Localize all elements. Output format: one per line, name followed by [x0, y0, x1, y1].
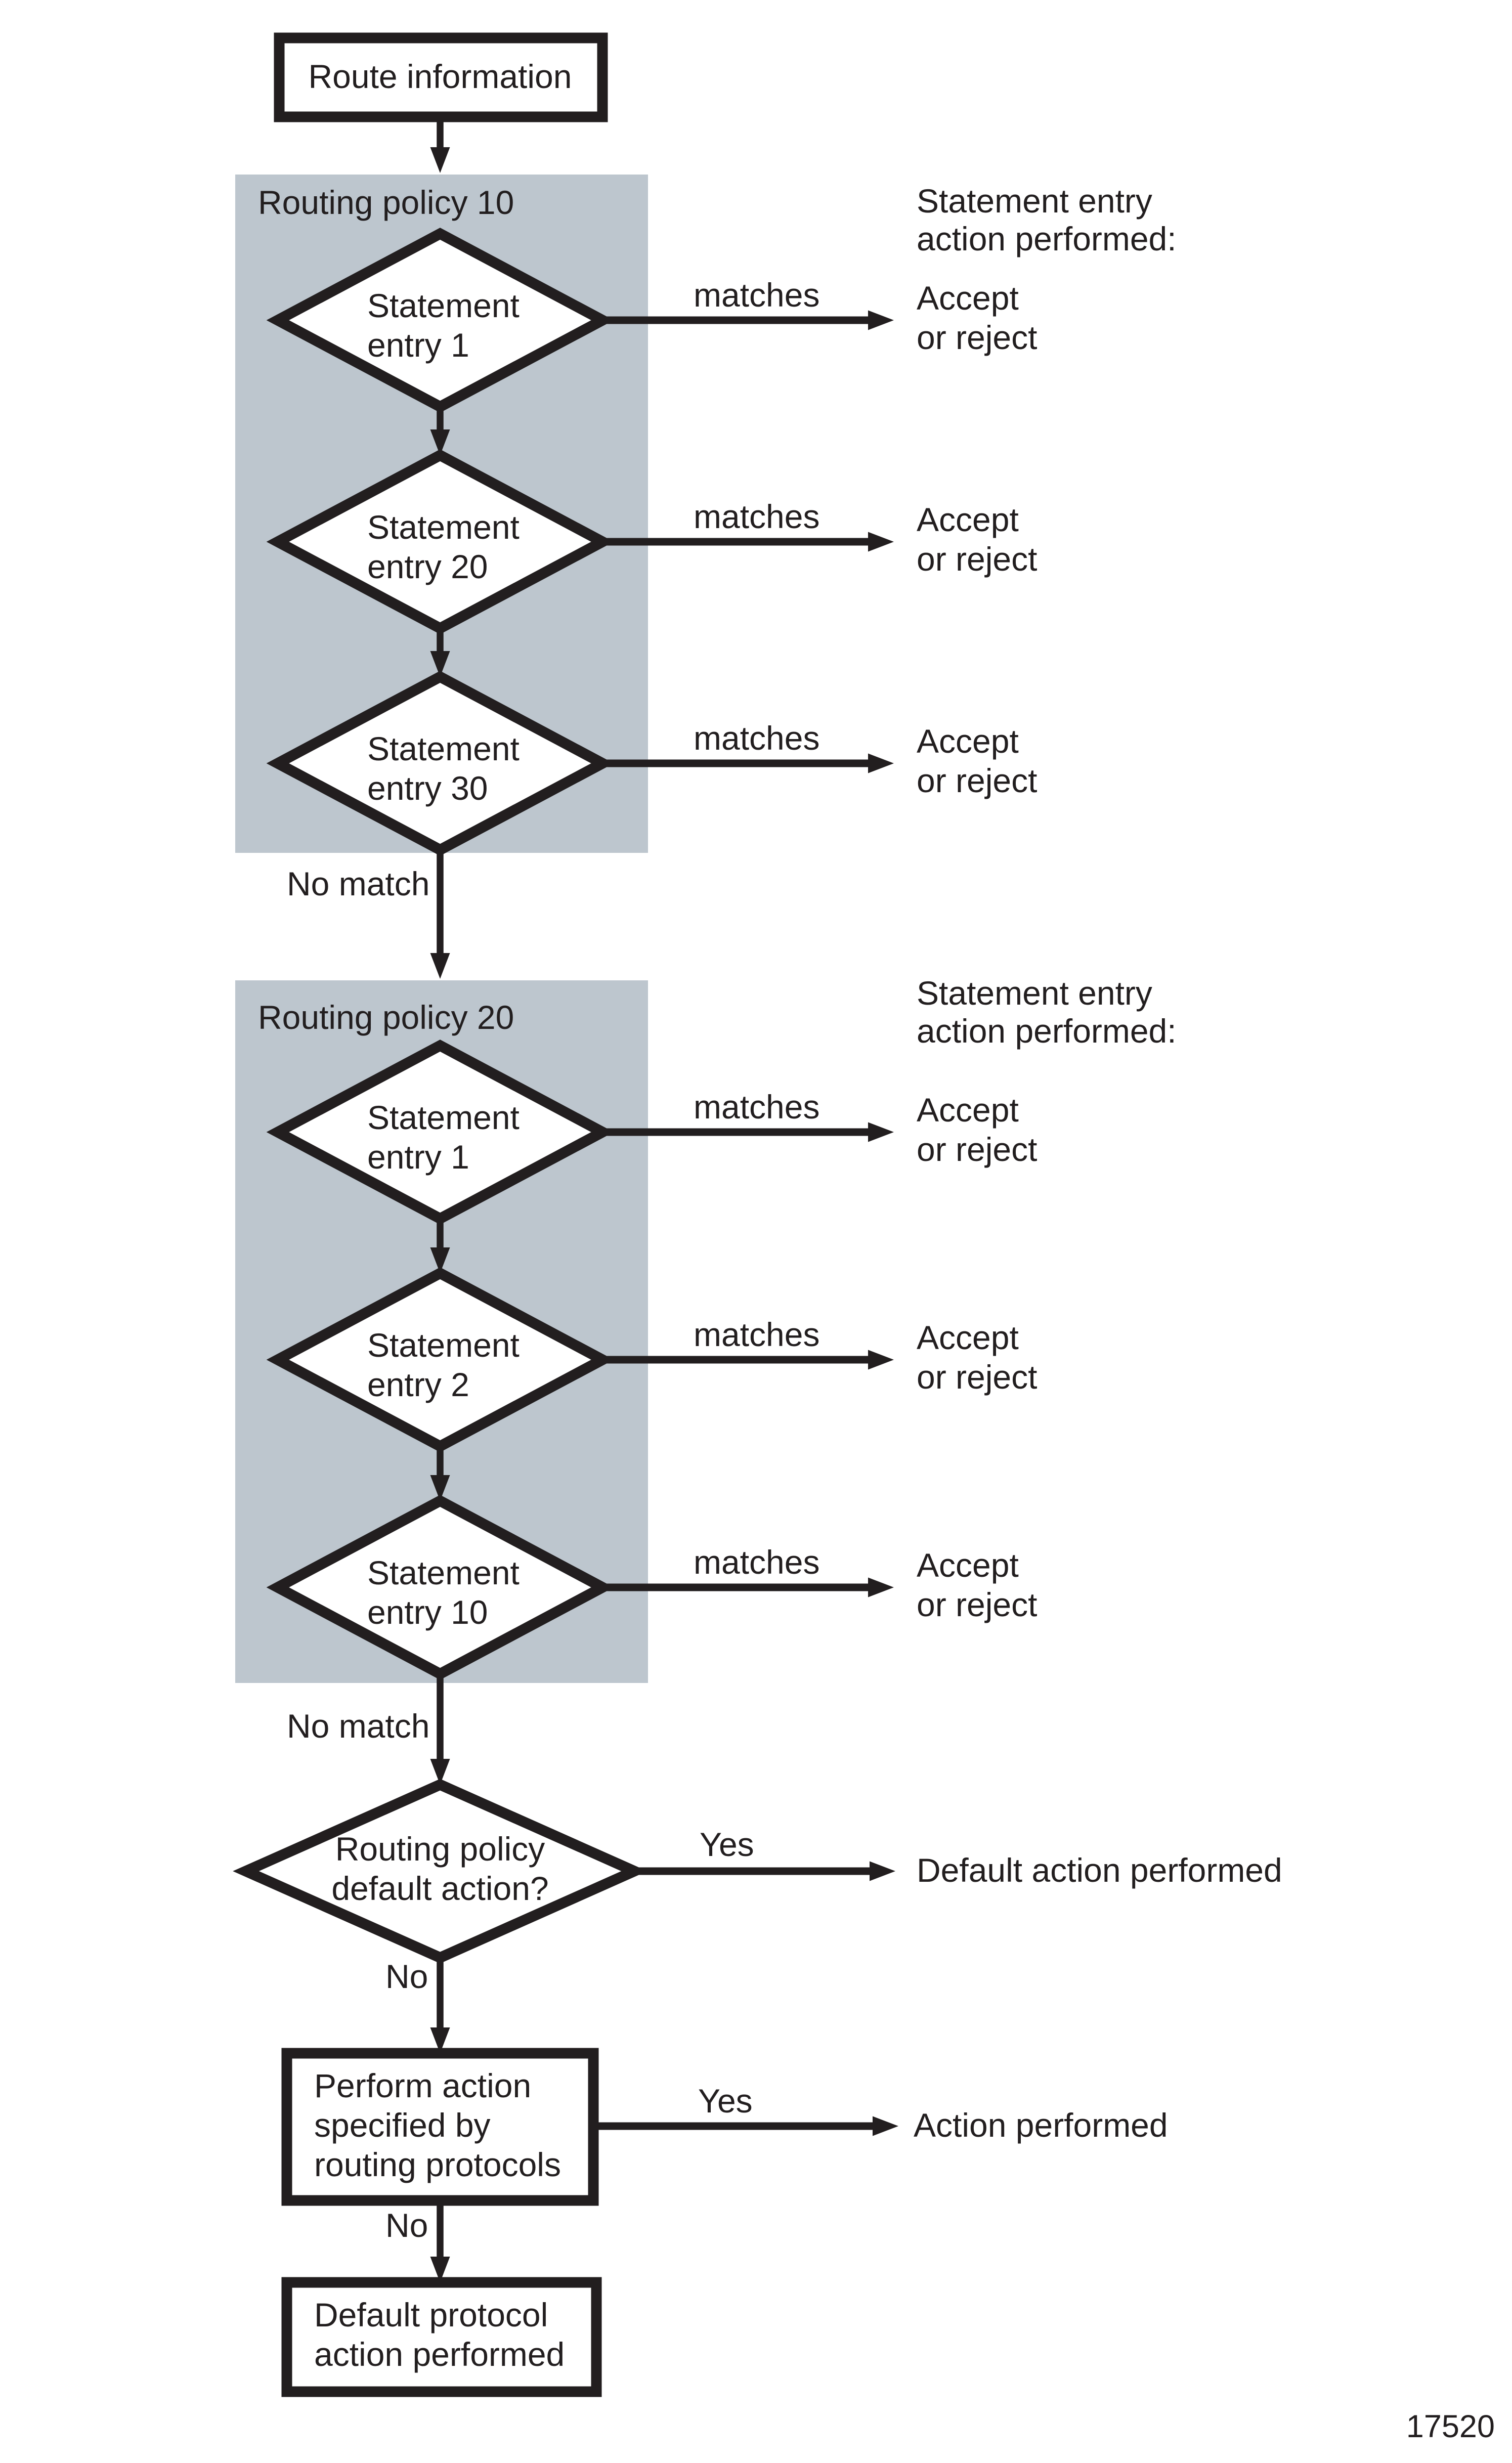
arrowhead-icon	[430, 953, 450, 979]
matches-label-policy10-entry1: matches	[694, 276, 819, 314]
yes-label-default-action: Yes	[700, 1826, 754, 1863]
flow-arrow-policy10-entry1-to-entry2	[430, 407, 450, 455]
result-policy10-entry1-line2: or reject	[917, 319, 1037, 356]
decision-policy10-entry1-line1: Statement	[367, 287, 520, 324]
result-policy20-entry2-line2: or reject	[917, 1358, 1037, 1396]
protocol-action-line3: routing protocols	[314, 2146, 561, 2183]
arrowhead-icon	[430, 147, 450, 173]
arrowhead-icon	[430, 2027, 450, 2053]
figure-number: 17520	[1406, 2409, 1495, 2444]
flow-arrow-policy10-to-policy20	[430, 850, 450, 979]
policy10-title: Routing policy 10	[258, 184, 514, 221]
match-arrow-policy10-entry1: matches	[602, 276, 894, 330]
policy10-heading-line2: action performed:	[917, 220, 1177, 257]
decision-policy20-entry1-line1: Statement	[367, 1099, 520, 1136]
result-policy10-entry3-line1: Accept	[917, 722, 1019, 760]
policy20-heading-line2: action performed:	[917, 1012, 1177, 1050]
yes-arrow-protocol-action: Yes	[593, 2082, 899, 2136]
yes-arrow-default-action: Yes	[634, 1826, 896, 1881]
flow-arrow-policy10-entry2-to-entry3	[430, 628, 450, 677]
arrowhead-icon	[430, 429, 450, 455]
arrowhead-icon	[870, 1861, 896, 1881]
flow-arrow-protocol-to-final-box	[430, 2200, 450, 2282]
matches-label-policy10-entry2: matches	[694, 498, 819, 535]
matches-label-policy10-entry3: matches	[694, 719, 819, 757]
flow-arrow-default-to-protocol-box	[430, 1958, 450, 2053]
decision-policy10-entry2-line2: entry 20	[367, 548, 488, 585]
arrowhead-icon	[868, 1577, 894, 1597]
default-action-result: Default action performed	[917, 1851, 1282, 1889]
final-action-node: Default protocol action performed	[281, 2277, 602, 2397]
match-arrow-policy20-entry2: matches	[602, 1316, 894, 1370]
final-action-line1: Default protocol	[314, 2296, 548, 2334]
decision-policy10-entry1-line2: entry 1	[367, 326, 469, 364]
decision-default-action-line2: default action?	[331, 1870, 548, 1907]
arrowhead-icon	[873, 2116, 899, 2136]
result-policy10-entry1-line1: Accept	[917, 279, 1019, 317]
no-match-label-1: No match	[287, 865, 429, 902]
policy20-heading-line1: Statement entry	[917, 974, 1152, 1012]
no-label-default-action: No	[385, 1958, 428, 1995]
no-label-protocol-action: No	[385, 2207, 428, 2244]
match-arrow-policy10-entry3: matches	[602, 719, 894, 773]
flow-arrow-policy20-to-default-decision	[430, 1674, 450, 1785]
matches-label-policy20-entry3: matches	[694, 1543, 819, 1581]
arrowhead-icon	[868, 532, 894, 552]
decision-default-action: Routing policy default action?	[233, 1779, 647, 1964]
yes-label-protocol-action: Yes	[698, 2082, 753, 2120]
decision-policy20-entry2: Statement entry 2	[266, 1267, 614, 1452]
arrowhead-icon	[868, 1350, 894, 1370]
arrowhead-icon	[430, 1247, 450, 1273]
decision-policy10-entry1: Statement entry 1	[266, 228, 614, 413]
start-node: Route information	[274, 32, 608, 122]
flow-arrow-policy20-entry2-to-entry3	[430, 1446, 450, 1501]
decision-policy10-entry2-line1: Statement	[367, 508, 520, 546]
decision-policy10-entry3-line2: entry 30	[367, 769, 488, 807]
arrowhead-icon	[868, 753, 894, 773]
result-policy10-entry3-line2: or reject	[917, 762, 1037, 799]
decision-policy20-entry2-line2: entry 2	[367, 1366, 469, 1403]
result-policy20-entry3-line2: or reject	[917, 1586, 1037, 1623]
match-arrow-policy20-entry3: matches	[602, 1543, 894, 1597]
decision-default-action-line1: Routing policy	[335, 1830, 545, 1868]
matches-label-policy20-entry2: matches	[694, 1316, 819, 1353]
decision-policy20-entry1-line2: entry 1	[367, 1138, 469, 1176]
result-policy20-entry2-line1: Accept	[917, 1319, 1019, 1356]
arrowhead-icon	[430, 2257, 450, 2282]
protocol-action-line2: specified by	[314, 2106, 491, 2144]
protocol-action-result: Action performed	[914, 2106, 1168, 2144]
flow-arrow-policy20-entry1-to-entry2	[430, 1219, 450, 1273]
matches-label-policy20-entry1: matches	[694, 1088, 819, 1126]
result-policy20-entry1-line2: or reject	[917, 1131, 1037, 1168]
protocol-action-node: Perform action specified by routing prot…	[281, 2048, 599, 2206]
result-policy10-entry2-line1: Accept	[917, 501, 1019, 538]
final-action-line2: action performed	[314, 2336, 565, 2373]
policy20-title: Routing policy 20	[258, 999, 514, 1036]
start-node-label: Route information	[309, 58, 572, 95]
decision-policy10-entry3-line1: Statement	[367, 730, 520, 767]
flow-arrow-start-to-policy10	[430, 117, 450, 173]
arrowhead-icon	[868, 310, 894, 330]
result-policy20-entry3-line1: Accept	[917, 1546, 1019, 1584]
decision-policy20-entry3-line2: entry 10	[367, 1593, 488, 1631]
arrowhead-icon	[868, 1122, 894, 1142]
final-action-box	[281, 2277, 602, 2397]
result-policy20-entry1-line1: Accept	[917, 1091, 1019, 1129]
decision-policy10-entry3: Statement entry 30	[266, 671, 614, 856]
result-policy10-entry2-line2: or reject	[917, 540, 1037, 578]
no-match-label-2: No match	[287, 1707, 429, 1745]
match-arrow-policy10-entry2: matches	[602, 498, 894, 552]
match-arrow-policy20-entry1: matches	[602, 1088, 894, 1142]
arrowhead-icon	[430, 651, 450, 677]
protocol-action-line1: Perform action	[314, 2067, 531, 2104]
arrowhead-icon	[430, 1759, 450, 1785]
policy10-heading-line1: Statement entry	[917, 182, 1152, 220]
arrowhead-icon	[430, 1475, 450, 1501]
decision-policy20-entry3-line1: Statement	[367, 1554, 520, 1591]
decision-policy20-entry2-line1: Statement	[367, 1326, 520, 1364]
